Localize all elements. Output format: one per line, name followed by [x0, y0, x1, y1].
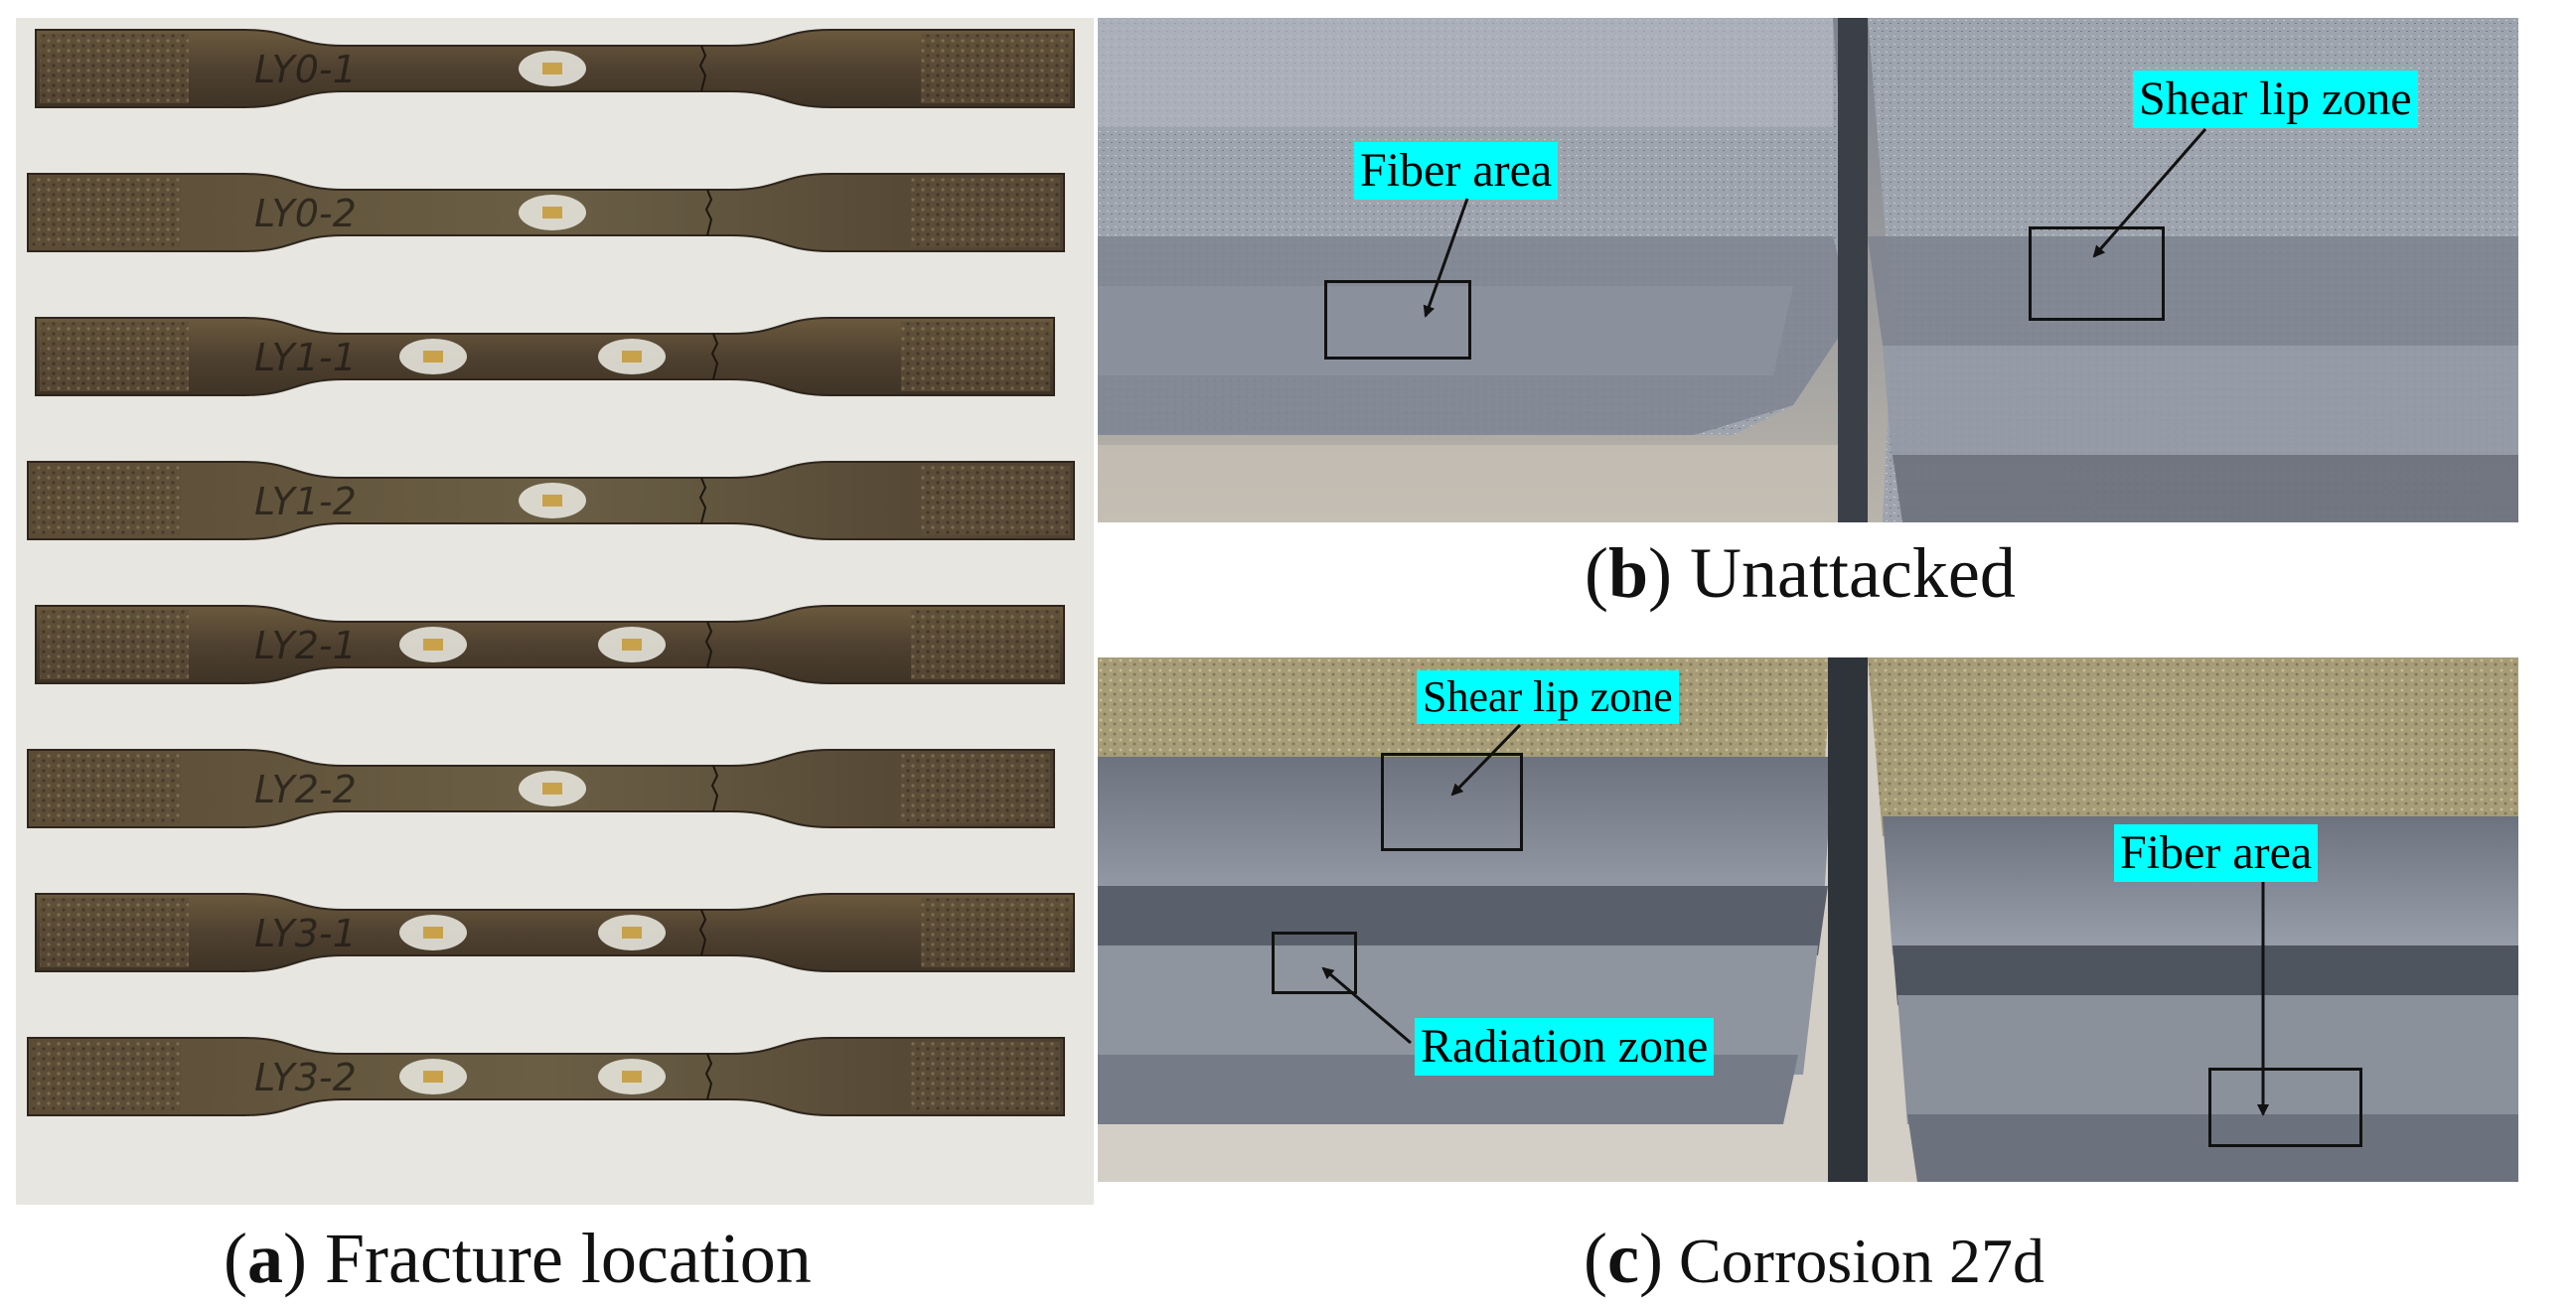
box-b-shear-lip-zone	[2029, 226, 2165, 321]
specimen-label: LY1-1	[254, 336, 357, 379]
specimen-label: LY3-2	[254, 1056, 357, 1099]
label-c-radiation-zone: Radiation zone	[1415, 1018, 1715, 1076]
label-b-shear-lip-zone: Shear lip zone	[2133, 71, 2418, 128]
panel-b-photo	[1098, 18, 2518, 522]
caption-b: (b) Unattacked	[1585, 533, 2016, 613]
label-c-fiber-area: Fiber area	[2114, 824, 2319, 882]
label-b-fiber-area: Fiber area	[1354, 142, 1559, 200]
specimen-label: LY0-2	[254, 192, 357, 235]
caption-a-letter: a	[246, 1219, 283, 1298]
specimen-3: LY1-1	[35, 317, 1055, 396]
specimen-label: LY2-2	[254, 768, 357, 811]
specimen-2: LY0-2	[27, 173, 1065, 252]
specimen-7: LY3-1	[35, 893, 1075, 972]
specimen-5: LY2-1	[35, 605, 1065, 684]
caption-c: (c) Corrosion 27d	[1584, 1219, 2045, 1298]
caption-a: (a) Fracture location	[224, 1219, 812, 1298]
specimen-4: LY1-2	[27, 461, 1075, 540]
label-c-shear-lip-zone: Shear lip zone	[1417, 670, 1679, 724]
caption-b-text: Unattacked	[1672, 533, 2016, 613]
specimen-8: LY3-2	[27, 1037, 1065, 1116]
caption-c-letter: c	[1606, 1219, 1639, 1298]
caption-a-text: Fracture location	[306, 1219, 812, 1298]
box-b-fiber-area	[1324, 280, 1471, 360]
specimen-1: LY0-1	[35, 29, 1075, 108]
caption-c-text: Corrosion 27d	[1662, 1226, 2045, 1296]
specimen-label: LY0-1	[254, 48, 357, 91]
box-c-shear-lip-zone	[1381, 753, 1523, 851]
caption-b-letter: b	[1607, 533, 1649, 613]
specimen-label: LY1-2	[254, 480, 357, 523]
specimen-label: LY2-1	[254, 624, 357, 667]
specimen-label: LY3-1	[254, 912, 357, 955]
specimen-6: LY2-2	[27, 749, 1055, 828]
box-c-radiation-zone	[1272, 932, 1357, 994]
box-c-fiber-area	[2208, 1068, 2362, 1147]
fracture-surface-unattacked	[1098, 18, 2518, 522]
